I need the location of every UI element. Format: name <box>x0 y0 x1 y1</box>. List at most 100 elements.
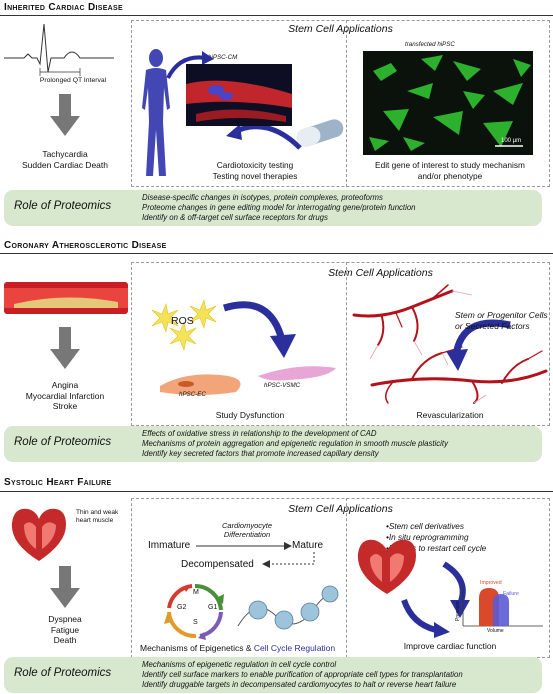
proteomics-item: Proteome changes in gene editing model f… <box>142 203 416 212</box>
strategy-item: •In situ reprogramming <box>386 533 469 542</box>
heart-icon <box>357 539 416 594</box>
arrow-icon <box>166 51 302 150</box>
phase-s: S <box>193 619 198 626</box>
phase-g1: G1 <box>208 604 218 611</box>
proteomics-item: Mechanisms of epigenetic regulation in c… <box>142 660 337 669</box>
proteomics-title: Role of Proteomics <box>14 436 112 448</box>
proteomics-item: Identify key secreted factors that promo… <box>142 449 379 458</box>
heart-icon <box>11 508 66 561</box>
proteomics-list: Disease-specific changes in isotypes, pr… <box>142 193 416 223</box>
heart-note: Thin and weak heart muscle <box>76 509 118 525</box>
arrow-icon <box>401 561 470 638</box>
pressure-axis-label: Pressure <box>455 600 462 622</box>
ecg-trace-icon <box>4 23 114 76</box>
transition-arrows <box>196 542 315 568</box>
proteomics-box: Role of Proteomics Disease-specific chan… <box>4 190 542 226</box>
proteomics-list: Mechanisms of epigenetic regulation in c… <box>142 660 463 690</box>
outcome-stroke: Stroke <box>52 401 78 411</box>
panel-divider <box>346 20 347 187</box>
epigenetics-caption: Mechanisms of Epigenetics & <box>140 643 254 653</box>
proteomics-item: Mechanisms of protein aggregation and ep… <box>142 439 448 448</box>
outcome-dyspnea: Dyspnea <box>48 614 82 624</box>
qt-interval-label: Prolonged QT Interval <box>39 77 107 84</box>
section-title-inherited: Inherited Cardiac Disease <box>4 2 123 13</box>
cardiomyocyte-image <box>186 64 292 126</box>
section-title-coronary: Coronary Atherosclerotic Disease <box>4 240 167 251</box>
phase-m: M <box>193 589 199 596</box>
fluorescence-image <box>363 51 533 155</box>
outcome-mi: Myocardial Infarction <box>25 390 105 401</box>
mature-label: Mature <box>292 540 324 551</box>
novel-therapies-caption: Testing novel therapies <box>212 170 298 181</box>
failure-legend: Failure <box>503 591 519 597</box>
progenitor-label: Stem or Progenitor Cells or Secreted Fac… <box>455 310 548 332</box>
human-figure-icon <box>142 49 170 176</box>
differentiation-line-1: Cardiomyocyte <box>221 521 273 530</box>
pill-icon <box>296 119 344 147</box>
proteomics-title: Role of Proteomics <box>14 667 112 679</box>
stem-cell-panel <box>131 20 550 187</box>
micro-label: transfected hiPSC <box>405 41 455 48</box>
cells-illustration <box>160 366 336 395</box>
proteomics-item: Identify druggable targets in decompensa… <box>142 680 457 689</box>
section-divider <box>0 491 553 492</box>
artery-icon <box>4 282 128 314</box>
cardiotoxicity-caption: Cardiotoxicity testing <box>216 160 294 170</box>
proteomics-item: Identify cell surface markers to enable … <box>142 670 463 679</box>
outcome-death: Death <box>53 635 77 645</box>
panel-divider <box>346 498 347 658</box>
chromatin-icon <box>237 585 339 630</box>
differentiation-line-2: Differentiation <box>223 530 271 539</box>
proteomics-item: Effects of oxidative stress in relations… <box>142 429 377 438</box>
immature-label: Immature <box>148 540 191 551</box>
strategies-list: •Stem cell derivatives •In situ reprogra… <box>386 521 486 554</box>
volume-axis-label: Volume <box>487 628 504 634</box>
proteomics-title: Role of Proteomics <box>14 200 112 212</box>
cell-cycle-icon <box>164 583 224 640</box>
pv-loop-chart <box>462 582 543 627</box>
section-divider <box>0 15 553 16</box>
edit-gene-caption: Edit gene of interest to study mechanism <box>375 160 525 170</box>
heart-note-line-2: heart muscle <box>76 517 114 524</box>
scale-bar-label: 100 µm <box>501 138 522 144</box>
down-arrow-icon <box>50 566 80 608</box>
panel-title: Stem Cell Applications <box>288 23 393 35</box>
strategy-item: •Factors to restart cell cycle <box>386 544 487 553</box>
outcome-label: Dyspnea Fatigue Death <box>0 614 130 646</box>
hipsc-cm-label: hiPSC-CM <box>208 54 238 61</box>
down-arrow-icon <box>50 327 80 369</box>
proteomics-list: Effects of oxidative stress in relations… <box>142 429 448 459</box>
study-dysfunction-caption: Study Dysfunction <box>215 410 285 420</box>
section-divider <box>0 253 553 254</box>
heart-note-line-1: Thin and weak <box>76 509 119 516</box>
vessel-network-icon <box>352 284 548 404</box>
section-title-heart-failure: Systolic Heart Failure <box>4 477 112 488</box>
proteomics-box: Role of Proteomics Effects of oxidative … <box>4 426 542 462</box>
panel-title: Stem Cell Applications <box>288 503 393 515</box>
stem-cell-panel <box>131 262 550 426</box>
progenitor-line-2: or Secreted Factors <box>455 321 530 331</box>
differentiation-label: Cardiomyocyte Differentiation <box>206 521 288 539</box>
cell-cycle-caption: Cell Cycle Regulation <box>253 643 336 653</box>
outcome-sudden-death: Sudden Cardiac Death <box>21 159 108 170</box>
revascularization-caption: Revascularization <box>416 410 484 420</box>
strategy-item: •Stem cell derivatives <box>386 522 464 531</box>
left-caption: Cardiotoxicity testing Testing novel the… <box>190 160 320 181</box>
improve-function-caption: Improve cardiac function <box>403 641 497 651</box>
outcome-tachycardia: Tachycardia <box>42 149 88 159</box>
hpsc-vsmc-label: hPSC-VSMC <box>264 382 301 389</box>
panel-divider <box>346 262 347 426</box>
left-caption: Mechanisms of Epigenetics & Cell Cycle R… <box>140 643 335 653</box>
decompensated-label: Decompensated <box>181 559 254 570</box>
outcome-label: Angina Myocardial Infarction Stroke <box>0 380 130 412</box>
proteomics-item: Identify on & off-target cell surface re… <box>142 213 328 222</box>
outcome-fatigue: Fatigue <box>50 624 80 635</box>
ros-burst-icon <box>151 298 296 358</box>
phase-g2: G2 <box>177 604 187 611</box>
improved-legend: Improved <box>480 580 502 586</box>
hpsc-ec-label: hPSC-EC <box>179 391 206 398</box>
proteomics-item: Disease-specific changes in isotypes, pr… <box>142 193 383 202</box>
outcome-angina: Angina <box>51 380 79 390</box>
panel-title: Stem Cell Applications <box>328 267 433 279</box>
ros-label: ROS <box>171 315 194 327</box>
